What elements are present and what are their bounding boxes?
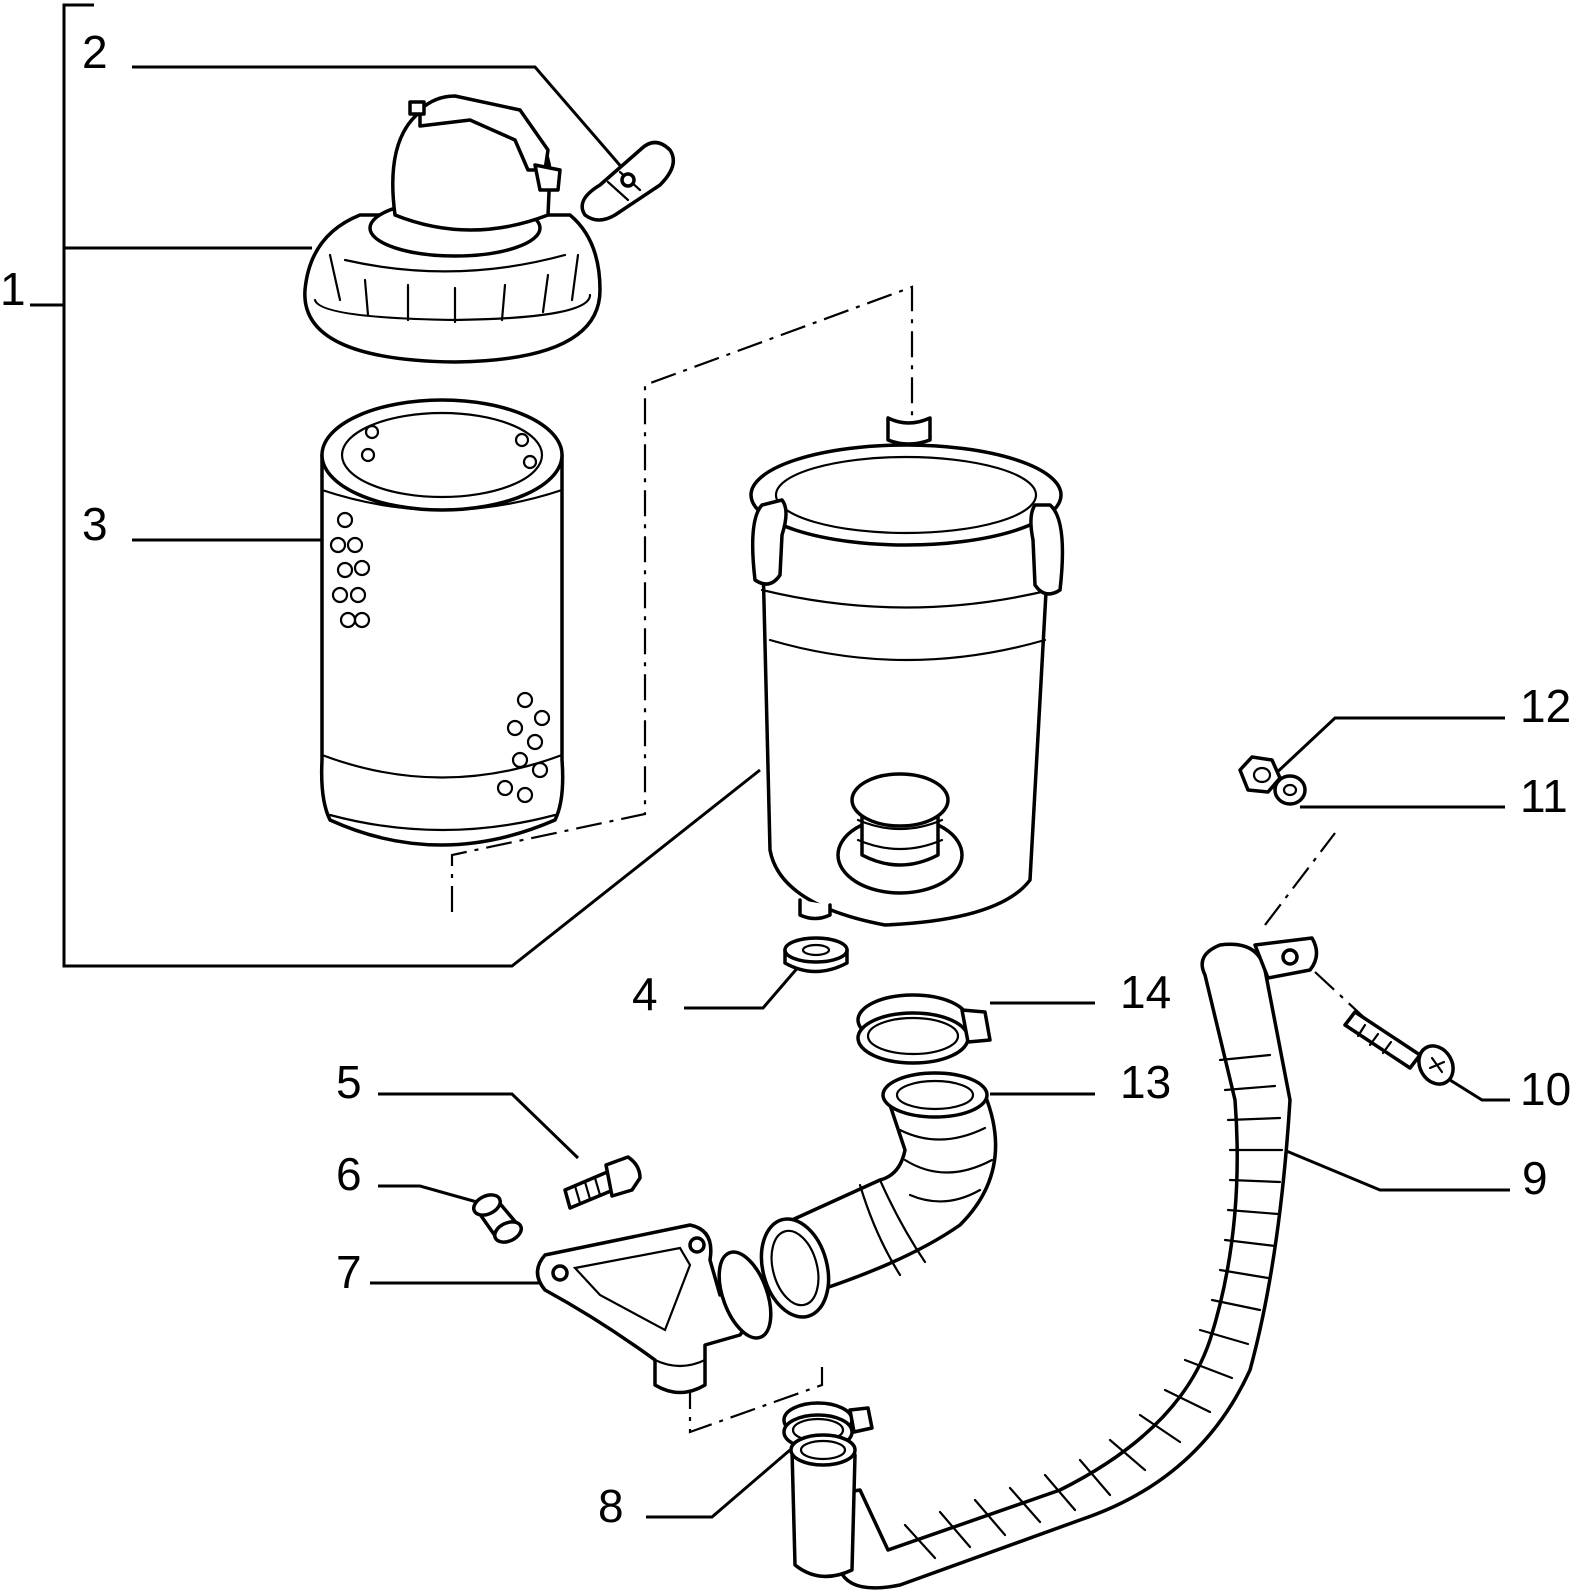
spacer-bushing <box>472 1193 523 1244</box>
callout-12: 12 <box>1520 680 1571 732</box>
callout-9: 9 <box>1522 1152 1548 1204</box>
leader-2 <box>132 65 626 171</box>
flange-adaptor <box>535 1223 773 1395</box>
bolt-centerline-upper <box>1264 832 1336 926</box>
callout-labels: 1 2 3 4 5 6 7 8 9 10 11 12 13 14 <box>0 26 1571 1532</box>
filter-housing <box>749 416 1065 927</box>
drain-centerline <box>688 1367 824 1434</box>
callout-4: 4 <box>632 968 658 1020</box>
assembly-bracket-line <box>62 3 761 968</box>
callout-11: 11 <box>1520 770 1568 822</box>
corrugated-drain-hose <box>789 936 1319 1590</box>
mounting-bolt <box>563 1155 642 1210</box>
filter-cartridge <box>319 398 565 847</box>
rubber-elbow-sleeve <box>759 1071 998 1319</box>
callout-7: 7 <box>336 1246 362 1298</box>
callout-1: 1 <box>0 263 26 315</box>
drain-grommet <box>783 936 849 974</box>
leader-5 <box>378 1092 580 1160</box>
callout-6: 6 <box>336 1148 362 1200</box>
callout-8: 8 <box>598 1480 624 1532</box>
air-filter-cover <box>303 94 602 364</box>
hex-nut <box>1238 755 1282 794</box>
callout-14: 14 <box>1120 966 1171 1018</box>
leader-12 <box>1270 716 1505 779</box>
callout-10: 10 <box>1520 1063 1571 1115</box>
leader-6 <box>378 1184 485 1206</box>
callout-5: 5 <box>336 1056 362 1108</box>
filter-centerline <box>450 285 914 912</box>
callout-3: 3 <box>82 498 108 550</box>
callout-13: 13 <box>1120 1056 1171 1108</box>
cover-clip <box>580 140 676 222</box>
hose-bracket-bolt <box>1343 1010 1455 1086</box>
hose-clamp-large <box>856 993 992 1065</box>
leader-9 <box>1283 1148 1510 1192</box>
callout-2: 2 <box>82 26 108 78</box>
leader-4 <box>684 964 802 1010</box>
washer <box>1273 774 1307 806</box>
leader-8 <box>646 1448 791 1519</box>
